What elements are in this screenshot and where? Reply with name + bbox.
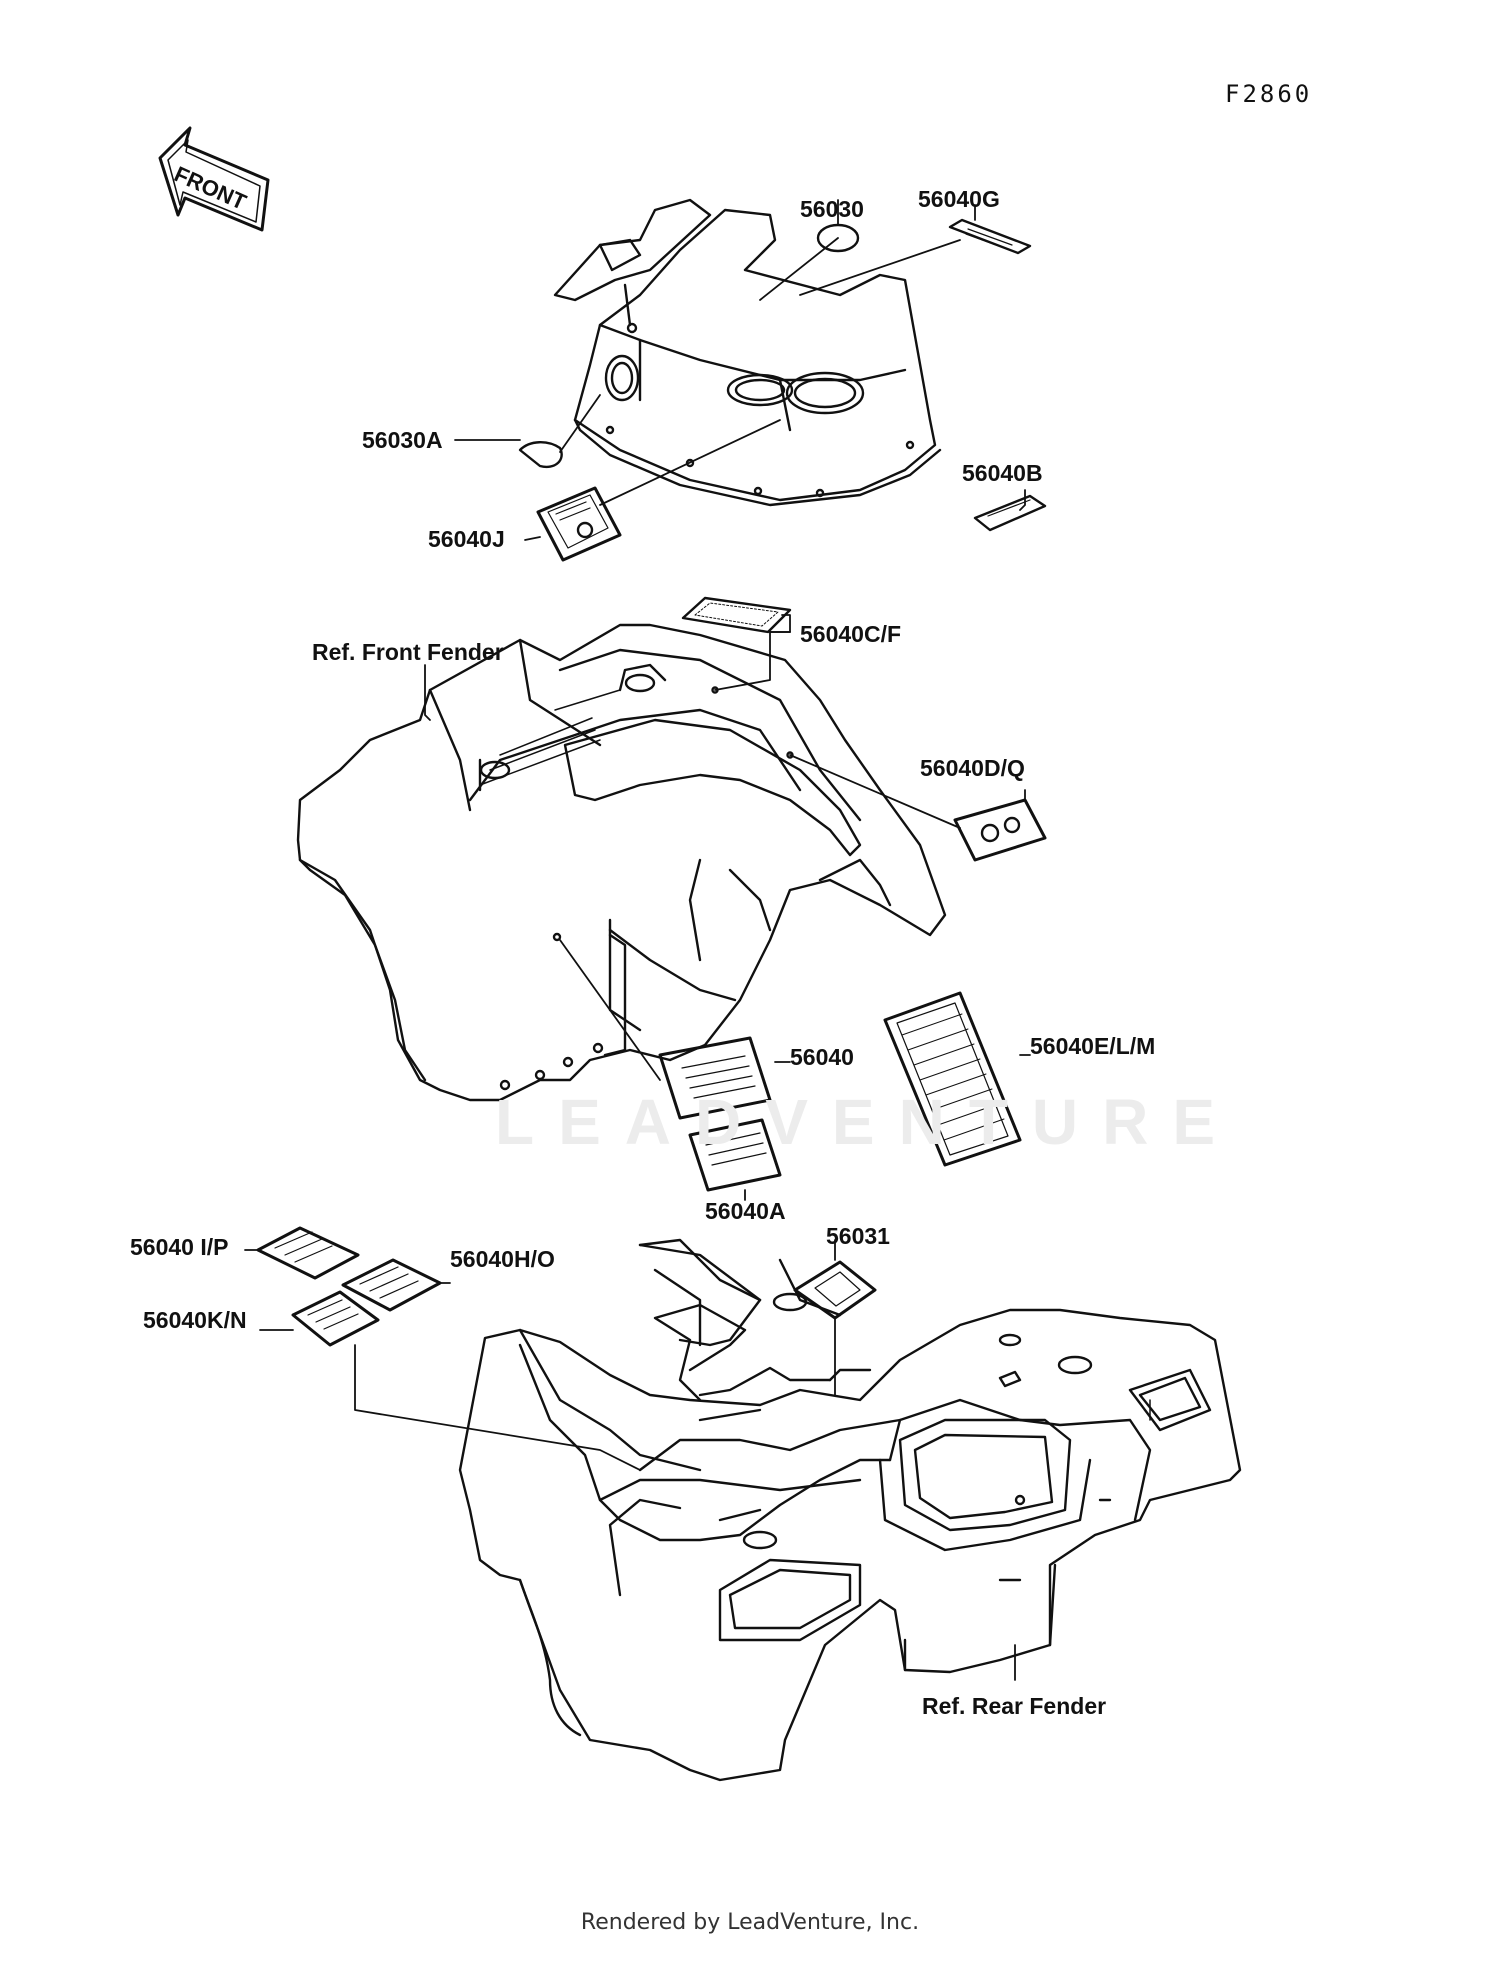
callout-56040G: 56040G [918,186,1000,212]
decal-56031 [793,1260,877,1320]
callout-56040: 56040 [790,1044,854,1070]
leader-lines [244,199,1031,1681]
callout-56030A: 56030A [362,427,443,453]
footer-credit: Rendered by LeadVenture, Inc. [580,1910,920,1935]
decal-56040DQ [953,798,1047,862]
callout-56040B: 56040B [962,460,1043,486]
callout-ref-front-fender: Ref. Front Fender [312,639,504,665]
rear-fender [458,1238,1242,1782]
decal-56040G [948,218,1032,255]
callout-ref-rear-fender: Ref. Rear Fender [922,1693,1107,1719]
front-fender [296,623,947,1102]
callout-56031: 56031 [826,1223,890,1249]
decal-56040A [688,1118,782,1192]
callout-56040HO: 56040H/O [450,1246,555,1272]
decal-56040 [658,1036,772,1120]
callout-56040A: 56040A [705,1198,786,1224]
watermark: LEADVENTURE [495,1086,1240,1158]
decal-56040IP [256,1226,360,1280]
callout-56040DQ: 56040D/Q [920,755,1025,781]
callout-56030: 56030 [800,196,864,222]
callout-56040IP: 56040 I/P [130,1234,229,1260]
decal-56040ELM [883,991,1022,1167]
decal-56030A [518,441,563,469]
decal-56040J [536,486,622,562]
callout-56040J: 56040J [428,526,505,552]
decal-56040HO [341,1258,442,1312]
figure-id: F2860 [1225,80,1313,108]
callout-56040KN: 56040K/N [143,1307,247,1333]
decal-56040B [973,494,1047,532]
callout-56040CF: 56040C/F [800,621,902,647]
callout-56040ELM: 56040E/L/M [1030,1033,1156,1059]
front-arrow-icon [158,126,270,232]
decal-56040KN [291,1290,380,1347]
decal-56040CF [681,596,792,634]
headlight-cover [553,198,942,507]
